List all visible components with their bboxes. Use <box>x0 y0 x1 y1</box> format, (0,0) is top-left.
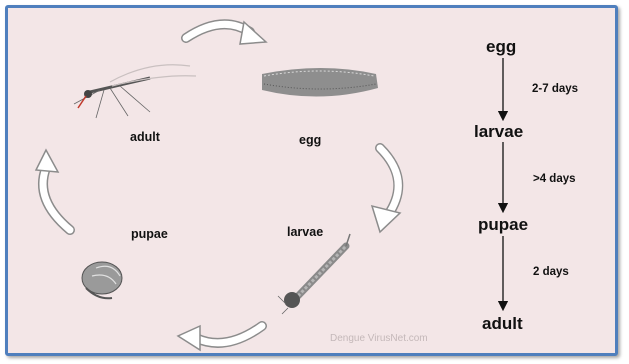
mosquito-icon <box>74 65 196 118</box>
duration-egg-to-larvae: 2-7 days <box>532 83 578 95</box>
flow-step-adult: adult <box>482 314 523 334</box>
stage-label-pupae: pupae <box>131 227 168 241</box>
egg-raft-icon <box>262 68 378 97</box>
stage-label-adult: adult <box>130 130 160 144</box>
stage-label-egg: egg <box>299 133 321 147</box>
stage-label-larvae: larvae <box>287 225 323 239</box>
pupa-icon <box>82 262 122 298</box>
duration-pupae-to-adult: 2 days <box>533 266 569 278</box>
flow-step-larvae: larvae <box>474 122 523 142</box>
flow-step-egg: egg <box>486 37 516 57</box>
flow-step-pupae: pupae <box>478 215 528 235</box>
watermark: Dengue VirusNet.com <box>330 333 428 344</box>
duration-larvae-to-pupae: >4 days <box>533 173 576 185</box>
cycle-arrow-icon <box>186 22 266 44</box>
cycle-arrow-icon <box>372 148 400 232</box>
cycle-arrow-icon <box>178 326 262 350</box>
cycle-arrow-icon <box>36 150 70 230</box>
larva-icon <box>278 234 350 314</box>
